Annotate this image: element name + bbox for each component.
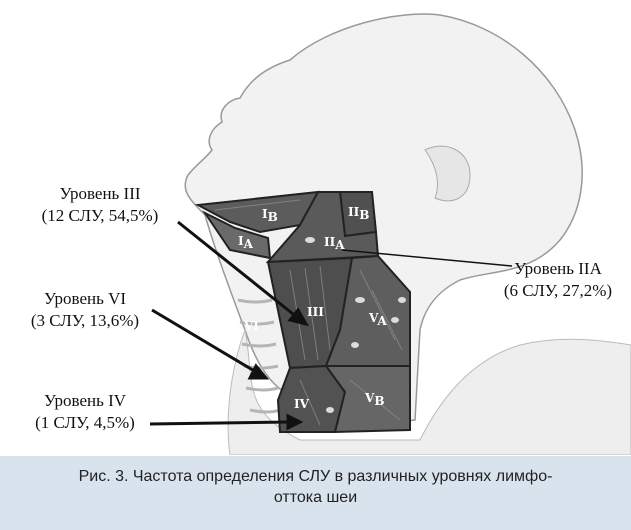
leader-level4 — [150, 422, 290, 424]
callout-level4: Уровень IV (1 СЛУ, 4,5%) — [10, 390, 160, 434]
callout-level2a: Уровень IIА (6 СЛУ, 27,2%) — [488, 258, 628, 302]
caption-line-1: Рис. 3. Частота определения СЛУ в различ… — [0, 466, 631, 487]
callout-level4-stats: (1 СЛУ, 4,5%) — [10, 412, 160, 434]
callout-level4-title: Уровень IV — [10, 390, 160, 412]
callout-level2a-stats: (6 СЛУ, 27,2%) — [488, 280, 628, 302]
neck-diagram: IB IA IIB IIA III VA IV VB VI Уровень II… — [0, 0, 631, 455]
callout-level3-stats: (12 СЛУ, 54,5%) — [20, 205, 180, 227]
caption-line-2: оттока шеи — [0, 487, 631, 508]
callout-level6-stats: (3 СЛУ, 13,6%) — [10, 310, 160, 332]
callout-level3: Уровень III (12 СЛУ, 54,5%) — [20, 183, 180, 227]
zone-label-VI: VI — [243, 319, 259, 333]
callout-level6-title: Уровень VI — [10, 288, 160, 310]
figure-caption: Рис. 3. Частота определения СЛУ в различ… — [0, 456, 631, 530]
callout-level6: Уровень VI (3 СЛУ, 13,6%) — [10, 288, 160, 332]
zone-label-IV: IV — [294, 397, 310, 411]
zone-label-III: III — [307, 305, 324, 319]
neck-illustration: IB IA IIB IIA III VA IV VB VI — [0, 0, 631, 455]
callout-level2a-title: Уровень IIА — [488, 258, 628, 280]
callout-level3-title: Уровень III — [20, 183, 180, 205]
